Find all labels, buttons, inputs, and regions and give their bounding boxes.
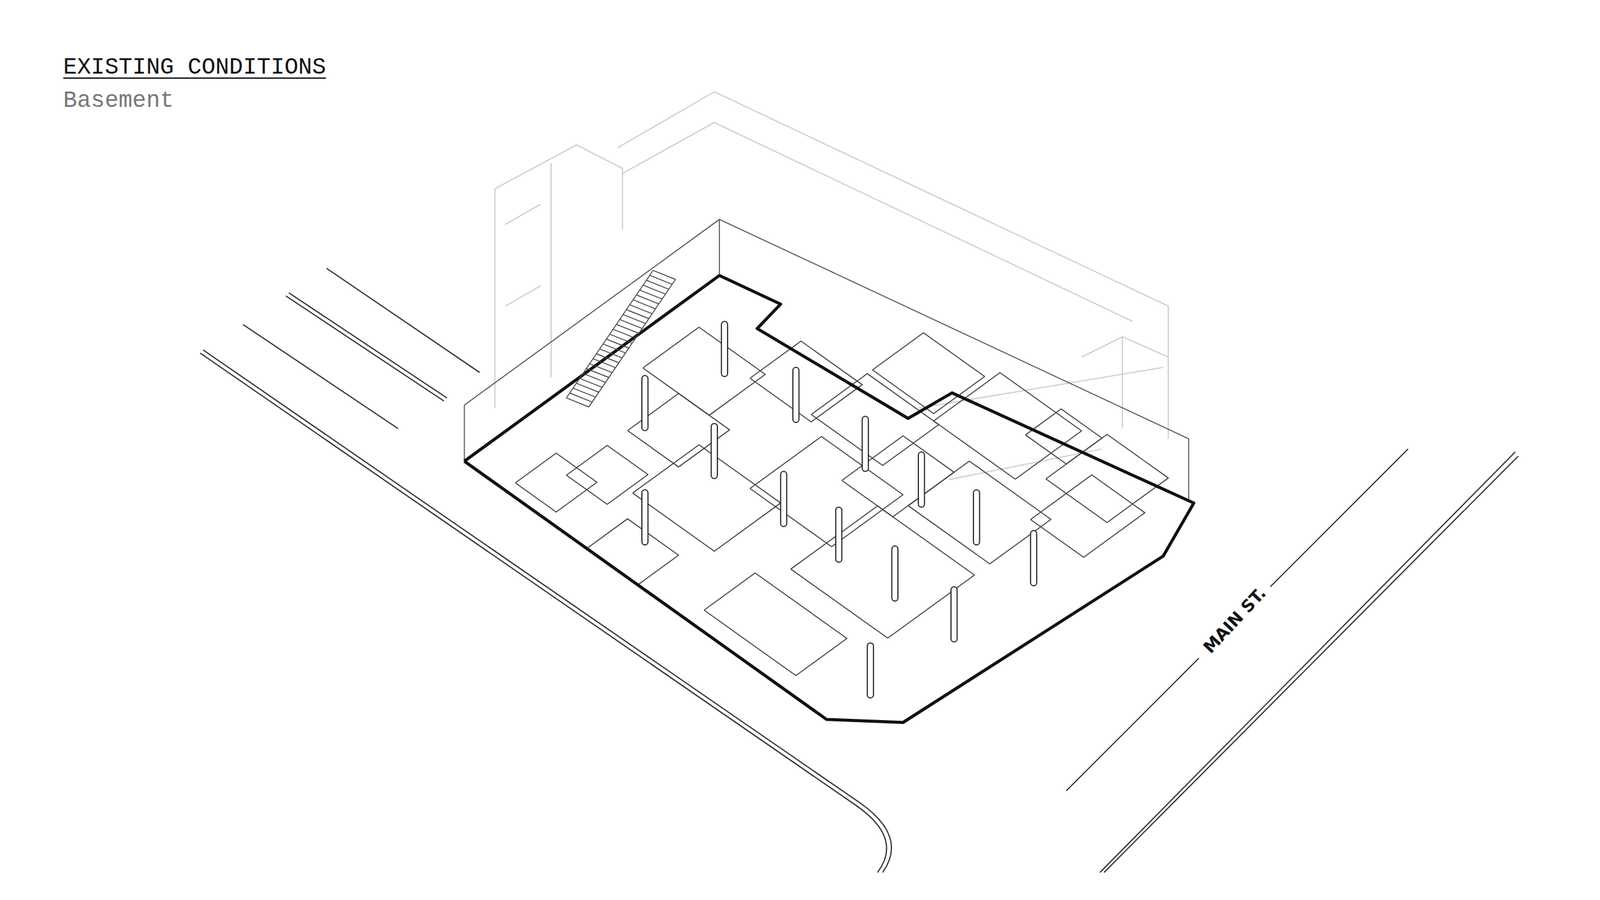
room-wall xyxy=(704,572,847,676)
street-line xyxy=(288,293,447,399)
column xyxy=(641,489,649,545)
column xyxy=(867,642,874,698)
sheet-title: EXISTING CONDITIONS xyxy=(63,54,326,81)
ghost-edge xyxy=(504,204,541,225)
column xyxy=(835,506,843,562)
ghost-edge xyxy=(494,144,623,230)
room-wall xyxy=(643,327,766,416)
floor-name: Basement xyxy=(63,87,175,114)
street-line xyxy=(326,268,480,373)
column xyxy=(792,367,800,423)
street-line xyxy=(286,295,445,401)
ghost-edge xyxy=(1121,336,1124,429)
column xyxy=(973,489,980,545)
stairs xyxy=(566,270,676,407)
column xyxy=(918,451,925,507)
room-wall xyxy=(791,505,975,639)
room-wall xyxy=(933,372,1082,479)
ghost-edge xyxy=(949,448,1103,480)
volume-edge xyxy=(718,219,720,276)
ghost-edge xyxy=(504,285,541,306)
street-line xyxy=(1270,448,1408,587)
ghost-edge xyxy=(550,163,552,378)
footprint xyxy=(464,275,1195,722)
column xyxy=(721,321,728,377)
ghost-building xyxy=(494,91,1168,480)
room-wall xyxy=(908,460,1051,564)
curb-line xyxy=(202,350,892,873)
column xyxy=(711,423,718,479)
curb-line xyxy=(200,353,888,873)
room-wall xyxy=(632,444,781,552)
streets xyxy=(200,268,1519,873)
volume-box xyxy=(464,219,1190,500)
columns xyxy=(641,321,1037,698)
column xyxy=(862,416,869,472)
stair-tread xyxy=(652,270,676,280)
column xyxy=(891,545,898,601)
ghost-edge xyxy=(1081,336,1168,358)
volume-edge xyxy=(464,219,1190,500)
room-wall xyxy=(841,435,954,517)
street-line xyxy=(243,324,399,429)
column xyxy=(641,375,649,431)
column xyxy=(780,471,788,527)
room-wall xyxy=(1045,434,1168,523)
street-name: MAIN ST. xyxy=(1196,581,1273,660)
street-line xyxy=(1104,456,1519,873)
ghost-edge xyxy=(617,91,1169,439)
street-line xyxy=(1066,657,1199,791)
stair-tread xyxy=(588,279,676,407)
column xyxy=(951,586,958,642)
column xyxy=(1030,530,1037,586)
ghost-edge xyxy=(494,188,496,409)
room-wall xyxy=(586,519,679,585)
room-wall xyxy=(1030,474,1145,558)
room-wall xyxy=(566,445,649,505)
volume-edge xyxy=(464,405,466,462)
street-line xyxy=(1100,451,1516,873)
stair-tread xyxy=(566,270,653,398)
room-wall xyxy=(811,373,939,466)
basement-outline xyxy=(464,275,1195,722)
